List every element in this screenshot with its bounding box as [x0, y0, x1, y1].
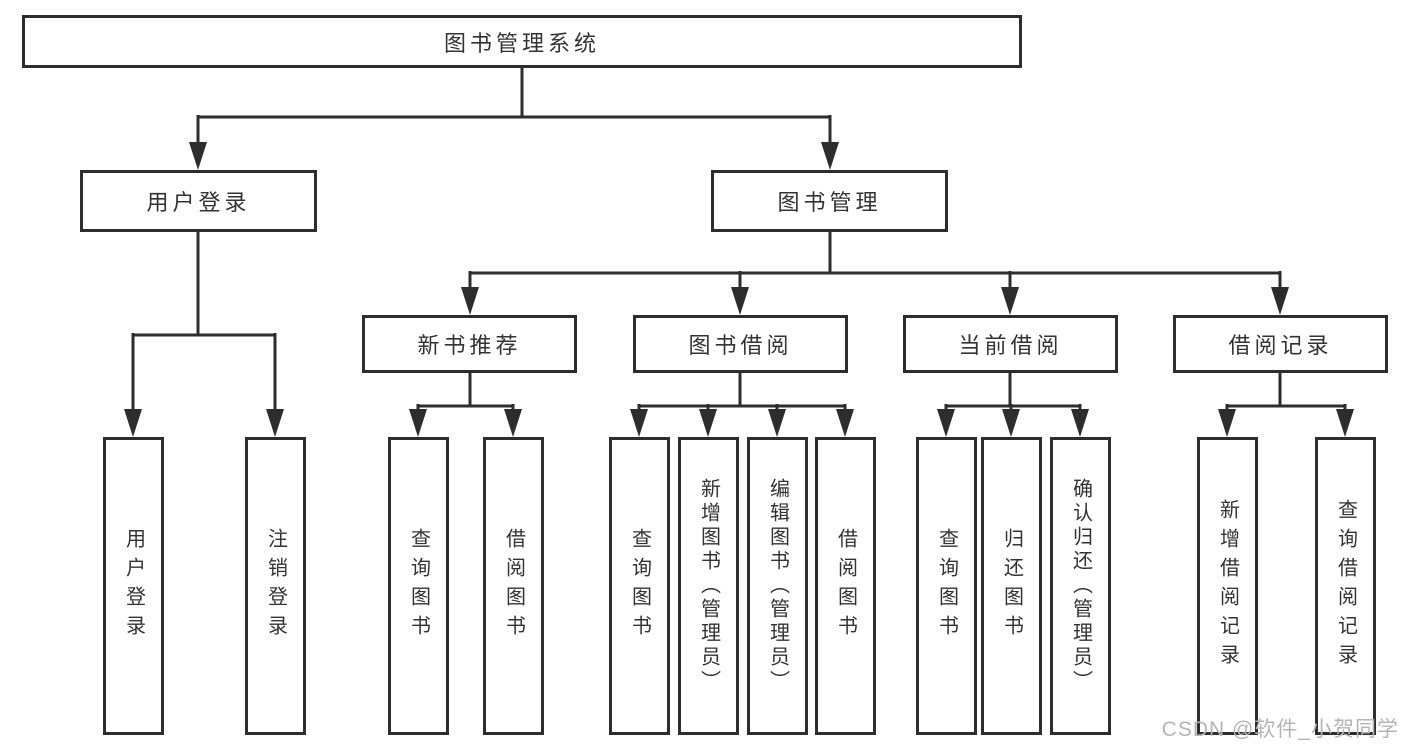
leaf-user-login-label: 用户登录 — [122, 528, 145, 644]
leaf-query-books-current-label: 查询图书 — [935, 528, 958, 644]
connector-root-to-level2 — [196, 68, 832, 143]
leaf-user-login: 用户登录 — [103, 437, 164, 735]
node-book-management-label: 图书管理 — [777, 190, 882, 215]
leaf-borrow-books: 借阅图书 — [815, 437, 876, 735]
arrow-down-icon — [189, 142, 207, 170]
node-current-borrow-label: 当前借阅 — [958, 333, 1063, 358]
arrow-down-icon — [836, 409, 854, 437]
arrow-down-icon — [461, 287, 479, 315]
arrow-down-icon — [504, 409, 522, 437]
arrow-down-icon — [409, 409, 427, 437]
connector-book-mgmt-to-level3 — [468, 232, 1282, 288]
connector-records-children — [1225, 373, 1347, 410]
node-book-management: 图书管理 — [711, 170, 948, 232]
arrow-down-icon — [266, 409, 284, 437]
arrow-down-icon — [1002, 409, 1020, 437]
leaf-query-borrow-record-label: 查询借阅记录 — [1334, 499, 1357, 673]
arrow-down-icon — [1271, 287, 1289, 315]
leaf-add-book-admin: 新增图书（管理员） — [678, 437, 739, 735]
connector-current-borrow-children — [944, 373, 1082, 410]
arrow-down-icon — [1218, 409, 1236, 437]
node-new-book-recommend: 新书推荐 — [362, 315, 577, 373]
leaf-query-borrow-record: 查询借阅记录 — [1315, 437, 1376, 735]
leaf-query-books-recommend-label: 查询图书 — [407, 528, 430, 644]
arrow-down-icon — [731, 287, 749, 315]
node-root: 图书管理系统 — [22, 15, 1022, 68]
leaf-add-borrow-record-label: 新增借阅记录 — [1216, 499, 1239, 673]
node-user-login: 用户登录 — [80, 170, 317, 232]
node-borrow-records-label: 借阅记录 — [1228, 333, 1333, 358]
node-new-book-recommend-label: 新书推荐 — [417, 333, 522, 358]
arrow-down-icon — [1336, 409, 1354, 437]
leaf-return-book: 归还图书 — [981, 437, 1042, 735]
leaf-return-book-label: 归还图书 — [1000, 528, 1023, 644]
leaf-edit-book-admin-label: 编辑图书（管理员） — [766, 478, 789, 694]
leaf-edit-book-admin: 编辑图书（管理员） — [747, 437, 808, 735]
node-borrow-records: 借阅记录 — [1173, 315, 1388, 373]
leaf-query-books-borrow: 查询图书 — [609, 437, 670, 735]
leaf-borrow-books-label: 借阅图书 — [834, 528, 857, 644]
leaf-query-books-current: 查询图书 — [916, 437, 977, 735]
leaf-logout: 注销登录 — [245, 437, 306, 735]
node-root-label: 图书管理系统 — [443, 30, 600, 56]
node-book-borrow-label: 图书借阅 — [688, 333, 793, 358]
node-book-borrow: 图书借阅 — [633, 315, 848, 373]
node-current-borrow: 当前借阅 — [903, 315, 1118, 373]
leaf-confirm-return-admin-label: 确认归还（管理员） — [1069, 478, 1092, 694]
leaf-borrow-books-recommend-label: 借阅图书 — [502, 528, 525, 644]
arrow-down-icon — [124, 409, 142, 437]
arrow-down-icon — [630, 409, 648, 437]
arrow-down-icon — [937, 409, 955, 437]
leaf-confirm-return-admin: 确认归还（管理员） — [1050, 437, 1111, 735]
node-user-login-label: 用户登录 — [146, 190, 251, 215]
leaf-add-book-admin-label: 新增图书（管理员） — [697, 478, 720, 694]
arrow-down-icon — [1071, 409, 1089, 437]
connector-user-login-children — [131, 232, 277, 410]
leaf-query-books-borrow-label: 查询图书 — [628, 528, 651, 644]
leaf-logout-label: 注销登录 — [264, 528, 287, 644]
leaf-borrow-books-recommend: 借阅图书 — [483, 437, 544, 735]
arrow-down-icon — [699, 409, 717, 437]
connector-new-book-children — [416, 373, 515, 410]
leaf-add-borrow-record: 新增借阅记录 — [1197, 437, 1258, 735]
connector-book-borrow-children — [637, 373, 847, 410]
arrow-down-icon — [821, 142, 839, 170]
arrow-down-icon — [768, 409, 786, 437]
arrow-down-icon — [1001, 287, 1019, 315]
leaf-query-books-recommend: 查询图书 — [388, 437, 449, 735]
csdn-watermark: CSDN @软件_小贺同学 — [1161, 718, 1399, 741]
